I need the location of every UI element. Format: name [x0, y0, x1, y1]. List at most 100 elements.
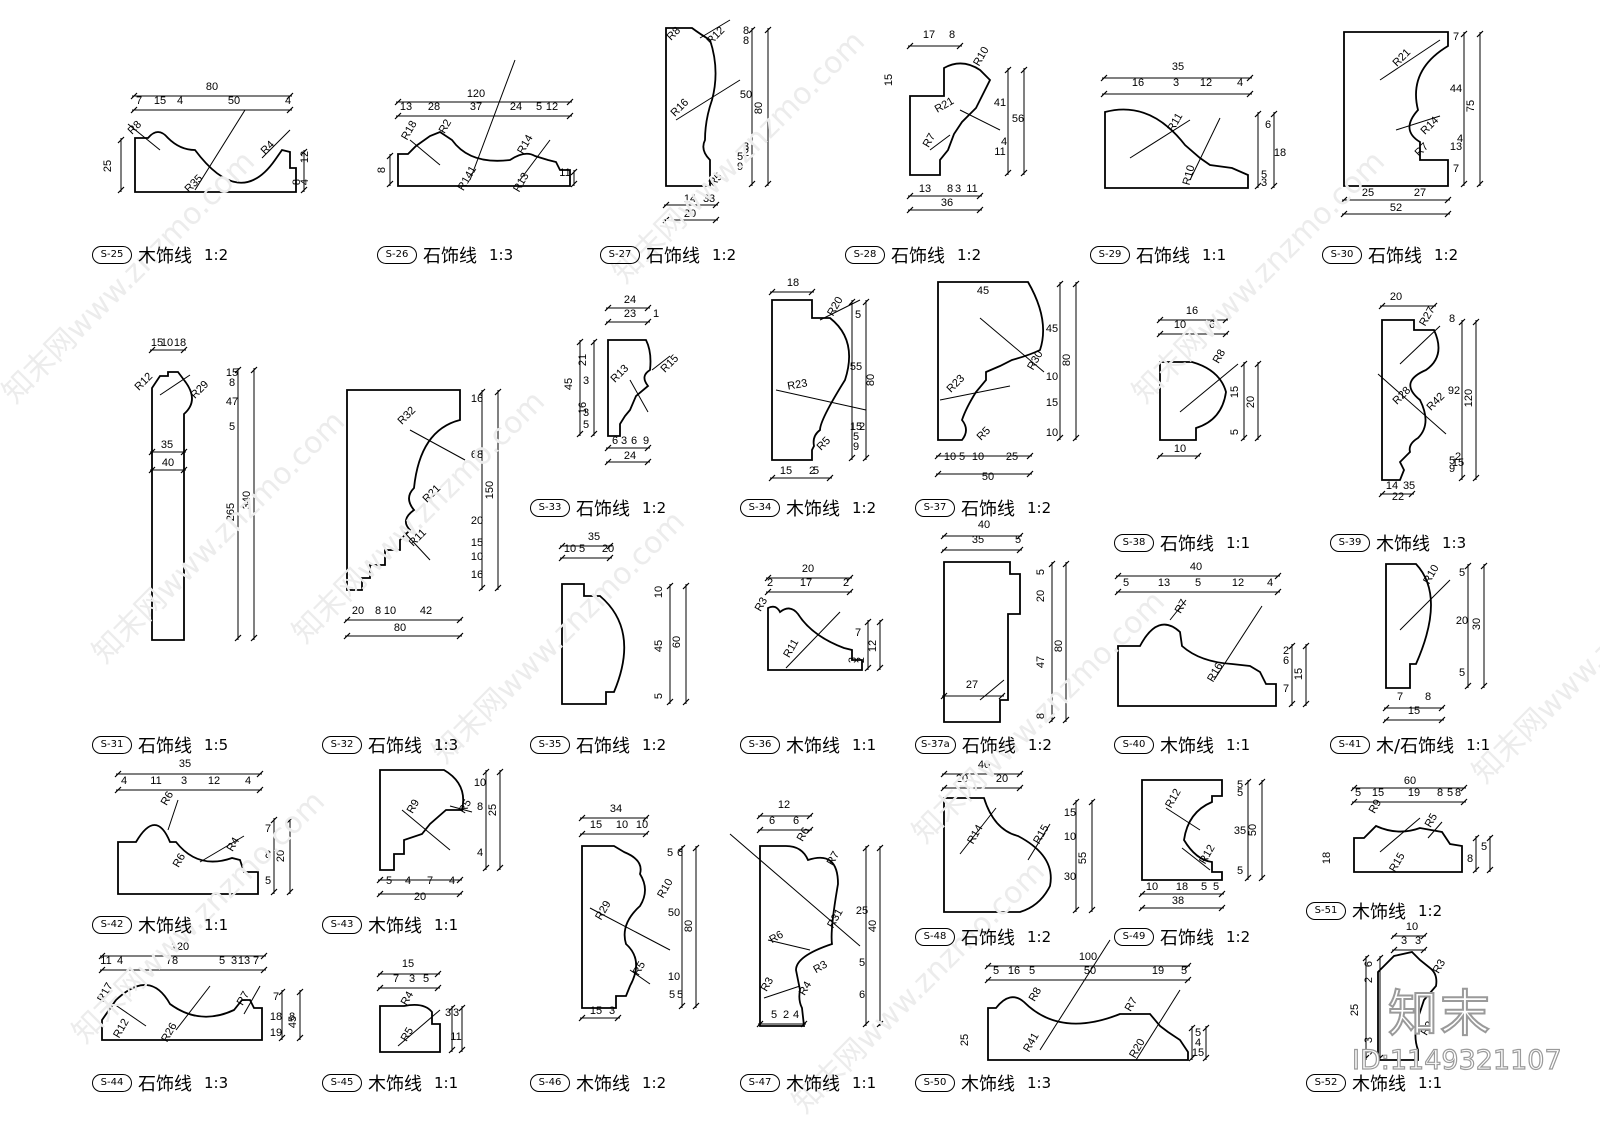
radius-leader [775, 389, 867, 411]
dimension-tick [1016, 546, 1024, 554]
detail-scale: 1:3 [434, 736, 459, 754]
radius-leader [929, 134, 951, 151]
dimension-value: 3 [1363, 1037, 1375, 1043]
dimension-value: 20 [684, 208, 696, 220]
dimension-tick [1048, 560, 1056, 568]
profile-outline [909, 62, 992, 176]
dimension-tick [1184, 962, 1192, 970]
dimension-tick [1194, 452, 1202, 460]
profile-outline [151, 371, 193, 641]
dimension-value: 6 [793, 815, 799, 827]
profile-outline [1159, 361, 1227, 441]
radius-leader [199, 835, 245, 863]
radius-value: R14 [965, 823, 985, 846]
dimension-tick [278, 988, 286, 996]
dimension-value: 15 [780, 465, 792, 477]
detail-code-badge: S-44 [92, 1074, 132, 1092]
dimension-tick [343, 616, 351, 624]
dimension-value: 5 [1237, 779, 1243, 791]
dimension-value: 5 [229, 421, 235, 433]
dimension-value: 8 [265, 849, 271, 861]
dimension-value: 15 [850, 421, 862, 433]
dimension-value: 20 [352, 605, 364, 617]
detail-code-badge: S-42 [92, 916, 132, 934]
dimension-tick [570, 168, 578, 176]
detail-title: 石饰线 [138, 736, 192, 757]
radius-value: R11 [1165, 111, 1185, 134]
dimension-tick [756, 826, 764, 834]
radius-leader [1379, 817, 1421, 853]
dimension-tick [1100, 90, 1108, 98]
dimension-value: 3 [1401, 935, 1407, 947]
detail-code-badge: S-52 [1306, 1074, 1346, 1092]
radius-value: R10 [1421, 563, 1441, 586]
radius-leader [763, 985, 801, 999]
dimension-value: 8 [947, 183, 953, 195]
dimension-value: 5 [1123, 577, 1129, 589]
dimension-value: 16 [577, 402, 589, 414]
dimension-tick [1254, 110, 1262, 118]
radius-leader [1213, 605, 1263, 681]
dimension-tick [148, 448, 156, 456]
dimension-value: 27 [1414, 187, 1426, 199]
dimension-tick [862, 1020, 870, 1028]
dimension-value: 2 [783, 1009, 789, 1021]
profile-outline [1343, 31, 1449, 187]
detail-code-badge: S-46 [530, 1074, 570, 1092]
dimension-value: 24 [624, 450, 636, 462]
detail-code-badge: S-41 [1330, 736, 1370, 754]
dimension-value: 8 [743, 35, 749, 47]
dimension-tick [1156, 452, 1164, 460]
dimension-value: 13 [1158, 577, 1170, 589]
dimension-tick [678, 1002, 686, 1010]
radius-leader [175, 985, 211, 1031]
detail-scale: 1:2 [1027, 928, 1052, 946]
dimension-tick [286, 92, 294, 100]
dimension-tick [906, 42, 914, 50]
dimension-value: 35 [1172, 61, 1184, 73]
dimension-value: 3 [409, 973, 415, 985]
dimension-tick [940, 692, 948, 700]
dimension-tick [1218, 890, 1226, 898]
dimension-tick [482, 864, 490, 872]
dimension-value: 7 [1453, 31, 1459, 43]
radius-value: R5 [457, 797, 474, 815]
detail-title: 石饰线 [1160, 534, 1214, 555]
dimension-value: 55 [1077, 852, 1089, 864]
dimension-value: 5 [1035, 569, 1047, 575]
dimension-value: 5 [813, 465, 819, 477]
dimension-tick [590, 338, 598, 346]
dimension-value: 16 [1186, 305, 1198, 317]
dimension-value: 5 [1195, 577, 1201, 589]
dimension-tick [940, 546, 948, 554]
dimension-tick [1254, 360, 1262, 368]
radius-leader [1179, 363, 1239, 413]
dimension-tick [1100, 74, 1108, 82]
dimension-tick [764, 588, 772, 596]
dimension-value: 25 [959, 1034, 971, 1046]
dimension-value: 5 [771, 1009, 777, 1021]
dimension-value: 5 [1181, 965, 1187, 977]
dimension-value: 15 [154, 95, 166, 107]
dimension-tick [1270, 110, 1278, 118]
dimension-value: 5 [579, 543, 585, 555]
dimension-tick [1480, 682, 1488, 690]
dimension-tick [692, 844, 700, 852]
radius-value: R7 [1413, 141, 1431, 159]
radius-leader [729, 833, 861, 947]
dimension-tick [806, 826, 814, 834]
detail-scale: 1:1 [852, 1074, 877, 1092]
dimension-value: 80 [1053, 640, 1065, 652]
detail-title: 木饰线 [786, 1074, 840, 1095]
dimension-value: 5 [677, 989, 683, 1001]
radius-leader [675, 79, 741, 121]
